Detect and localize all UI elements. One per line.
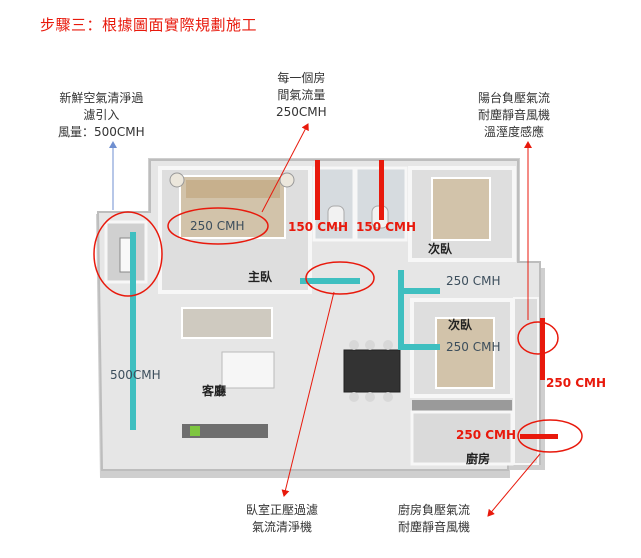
flow-master-bed: 250 CMH	[190, 219, 245, 233]
kitchen-arrow	[487, 453, 541, 517]
bedroom-purifier-note: 臥室正壓過濾 氣流清淨機	[246, 503, 319, 534]
room-second-top: 次臥	[428, 242, 453, 256]
kitchen-highlight	[517, 419, 583, 453]
flow-main-duct: 500CMH	[110, 368, 161, 382]
dining-table	[343, 349, 401, 393]
purifier-arrow	[281, 291, 335, 497]
flow-kitchen: 250 CMH	[456, 428, 517, 442]
fresh-air-note: 新鮮空氣清淨過 濾引入 風量：500CMH	[58, 91, 145, 139]
second-bed-top	[431, 177, 491, 241]
per-room-note: 每一個房 間氣流量 250CMH	[276, 71, 327, 119]
room-master: 主臥	[248, 270, 273, 284]
kitchen-exhaust	[520, 434, 558, 439]
per-room-arrow	[261, 123, 309, 213]
flow-second-top: 250 CMH	[446, 274, 501, 288]
flow-balcony: 250 CMH	[546, 376, 607, 390]
sofa	[181, 307, 273, 339]
purifier-highlight	[305, 261, 375, 295]
toilet-1	[327, 205, 345, 229]
riser-duct	[398, 270, 404, 350]
kitchen-note: 廚房負壓氣流 耐塵靜音風機	[398, 503, 471, 534]
room-living: 客廳	[202, 384, 227, 398]
bath2-exhaust	[379, 160, 384, 220]
tv-cabinet	[182, 424, 268, 438]
lamp-right	[279, 172, 295, 188]
flow-second-bottom: 250 CMH	[446, 340, 501, 354]
second-bottom-duct	[400, 344, 440, 350]
balcony-exhaust	[540, 318, 545, 380]
master-bed-pillows	[186, 180, 280, 198]
page-title: 步驟三：根據圖面實際規劃施工	[40, 16, 258, 34]
coffee-table	[221, 351, 275, 389]
lamp-left	[169, 172, 185, 188]
main-duct-vertical	[130, 232, 136, 430]
master-duct	[300, 278, 360, 284]
second-bed-bottom	[435, 317, 495, 389]
master-flow-highlight	[167, 207, 269, 245]
second-top-duct	[400, 288, 440, 294]
flow-bath-2: 150 CMH	[356, 220, 417, 234]
fresh-air-highlight	[93, 211, 163, 297]
kitchen	[410, 410, 514, 466]
room-second-bottom: 次臥	[448, 318, 473, 332]
bath1-exhaust	[315, 160, 320, 220]
tv-plant	[190, 426, 200, 436]
balcony-highlight	[517, 321, 559, 355]
kitchen-counter	[412, 400, 512, 412]
room-kitchen: 廚房	[466, 452, 491, 466]
flow-bath-1: 150 CMH	[288, 220, 349, 234]
balcony-note: 陽台負壓氣流 耐塵靜音風機 溫溼度感應	[478, 91, 551, 139]
